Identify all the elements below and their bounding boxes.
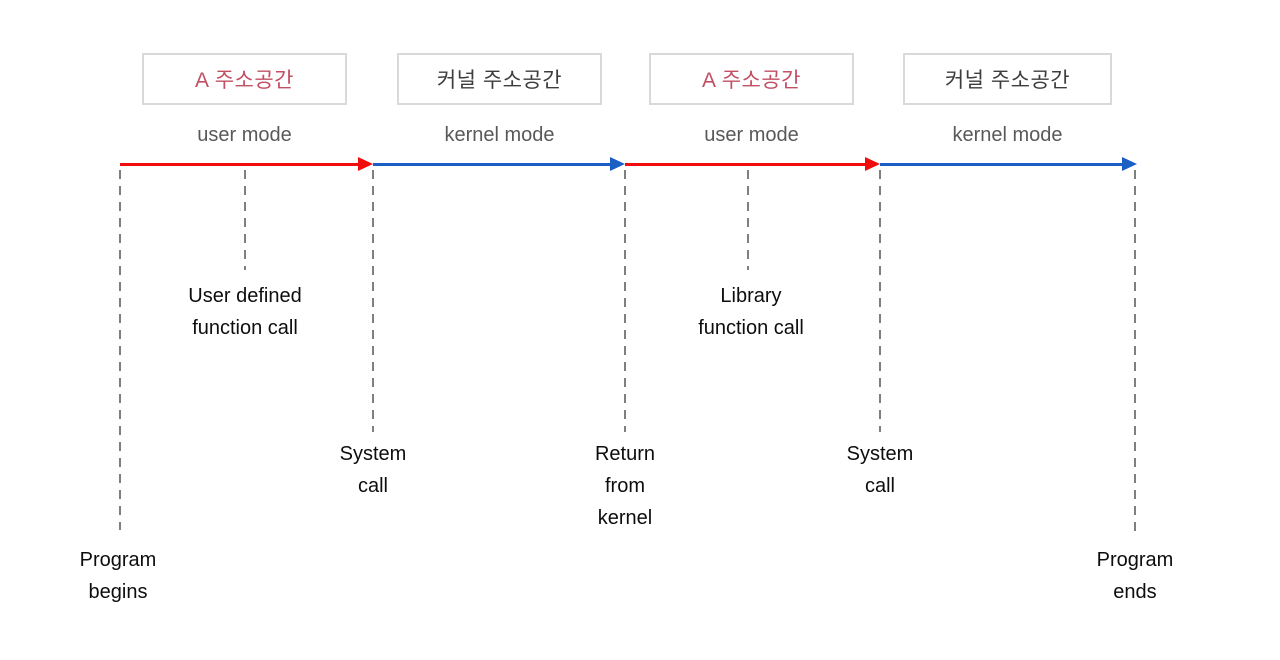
address-space-box-user-1: A 주소공간	[142, 53, 347, 105]
event-label-library-function-call: Library function call	[698, 285, 804, 339]
event-label-system-call-2: System call	[846, 443, 914, 497]
dashed-line-library-function-call	[747, 170, 749, 270]
timeline-arrow-kernel-mode-2	[880, 157, 1137, 171]
address-space-box-user-2: A 주소공간	[649, 53, 854, 105]
arrowhead-right-icon	[865, 157, 880, 171]
timeline-arrow-user-mode-1	[120, 157, 373, 171]
address-space-box-kernel-1: 커널 주소공간	[397, 53, 602, 105]
arrowhead-right-icon	[1122, 157, 1137, 171]
arrow-shaft	[625, 163, 868, 166]
dashed-line-program-ends	[1134, 170, 1136, 532]
mode-label-user-1: user mode	[197, 124, 292, 146]
arrow-shaft	[120, 163, 361, 166]
timeline-arrow-kernel-mode-1	[373, 157, 625, 171]
arrow-shaft	[373, 163, 613, 166]
mode-label-kernel-2: kernel mode	[952, 124, 1063, 146]
dashed-line-program-begins	[119, 170, 121, 530]
arrow-shaft	[880, 163, 1125, 166]
mode-label-user-2: user mode	[704, 124, 799, 146]
arrowhead-right-icon	[610, 157, 625, 171]
event-label-system-call-1: System call	[339, 443, 407, 497]
address-space-box-kernel-2: 커널 주소공간	[903, 53, 1112, 105]
dashed-line-return-from-kernel	[624, 170, 626, 432]
event-label-program-ends: Program ends	[1096, 549, 1174, 603]
dashed-line-system-call-2	[879, 170, 881, 432]
mode-label-kernel-1: kernel mode	[444, 124, 555, 146]
event-label-user-defined-function-call: User defined function call	[188, 285, 302, 339]
arrowhead-right-icon	[358, 157, 373, 171]
timeline-arrow-user-mode-2	[625, 157, 880, 171]
dashed-line-system-call-1	[372, 170, 374, 432]
event-label-program-begins: Program begins	[79, 549, 157, 603]
event-label-return-from-kernel: Return from kernel	[594, 443, 656, 529]
dashed-line-user-defined-function-call	[244, 170, 246, 270]
